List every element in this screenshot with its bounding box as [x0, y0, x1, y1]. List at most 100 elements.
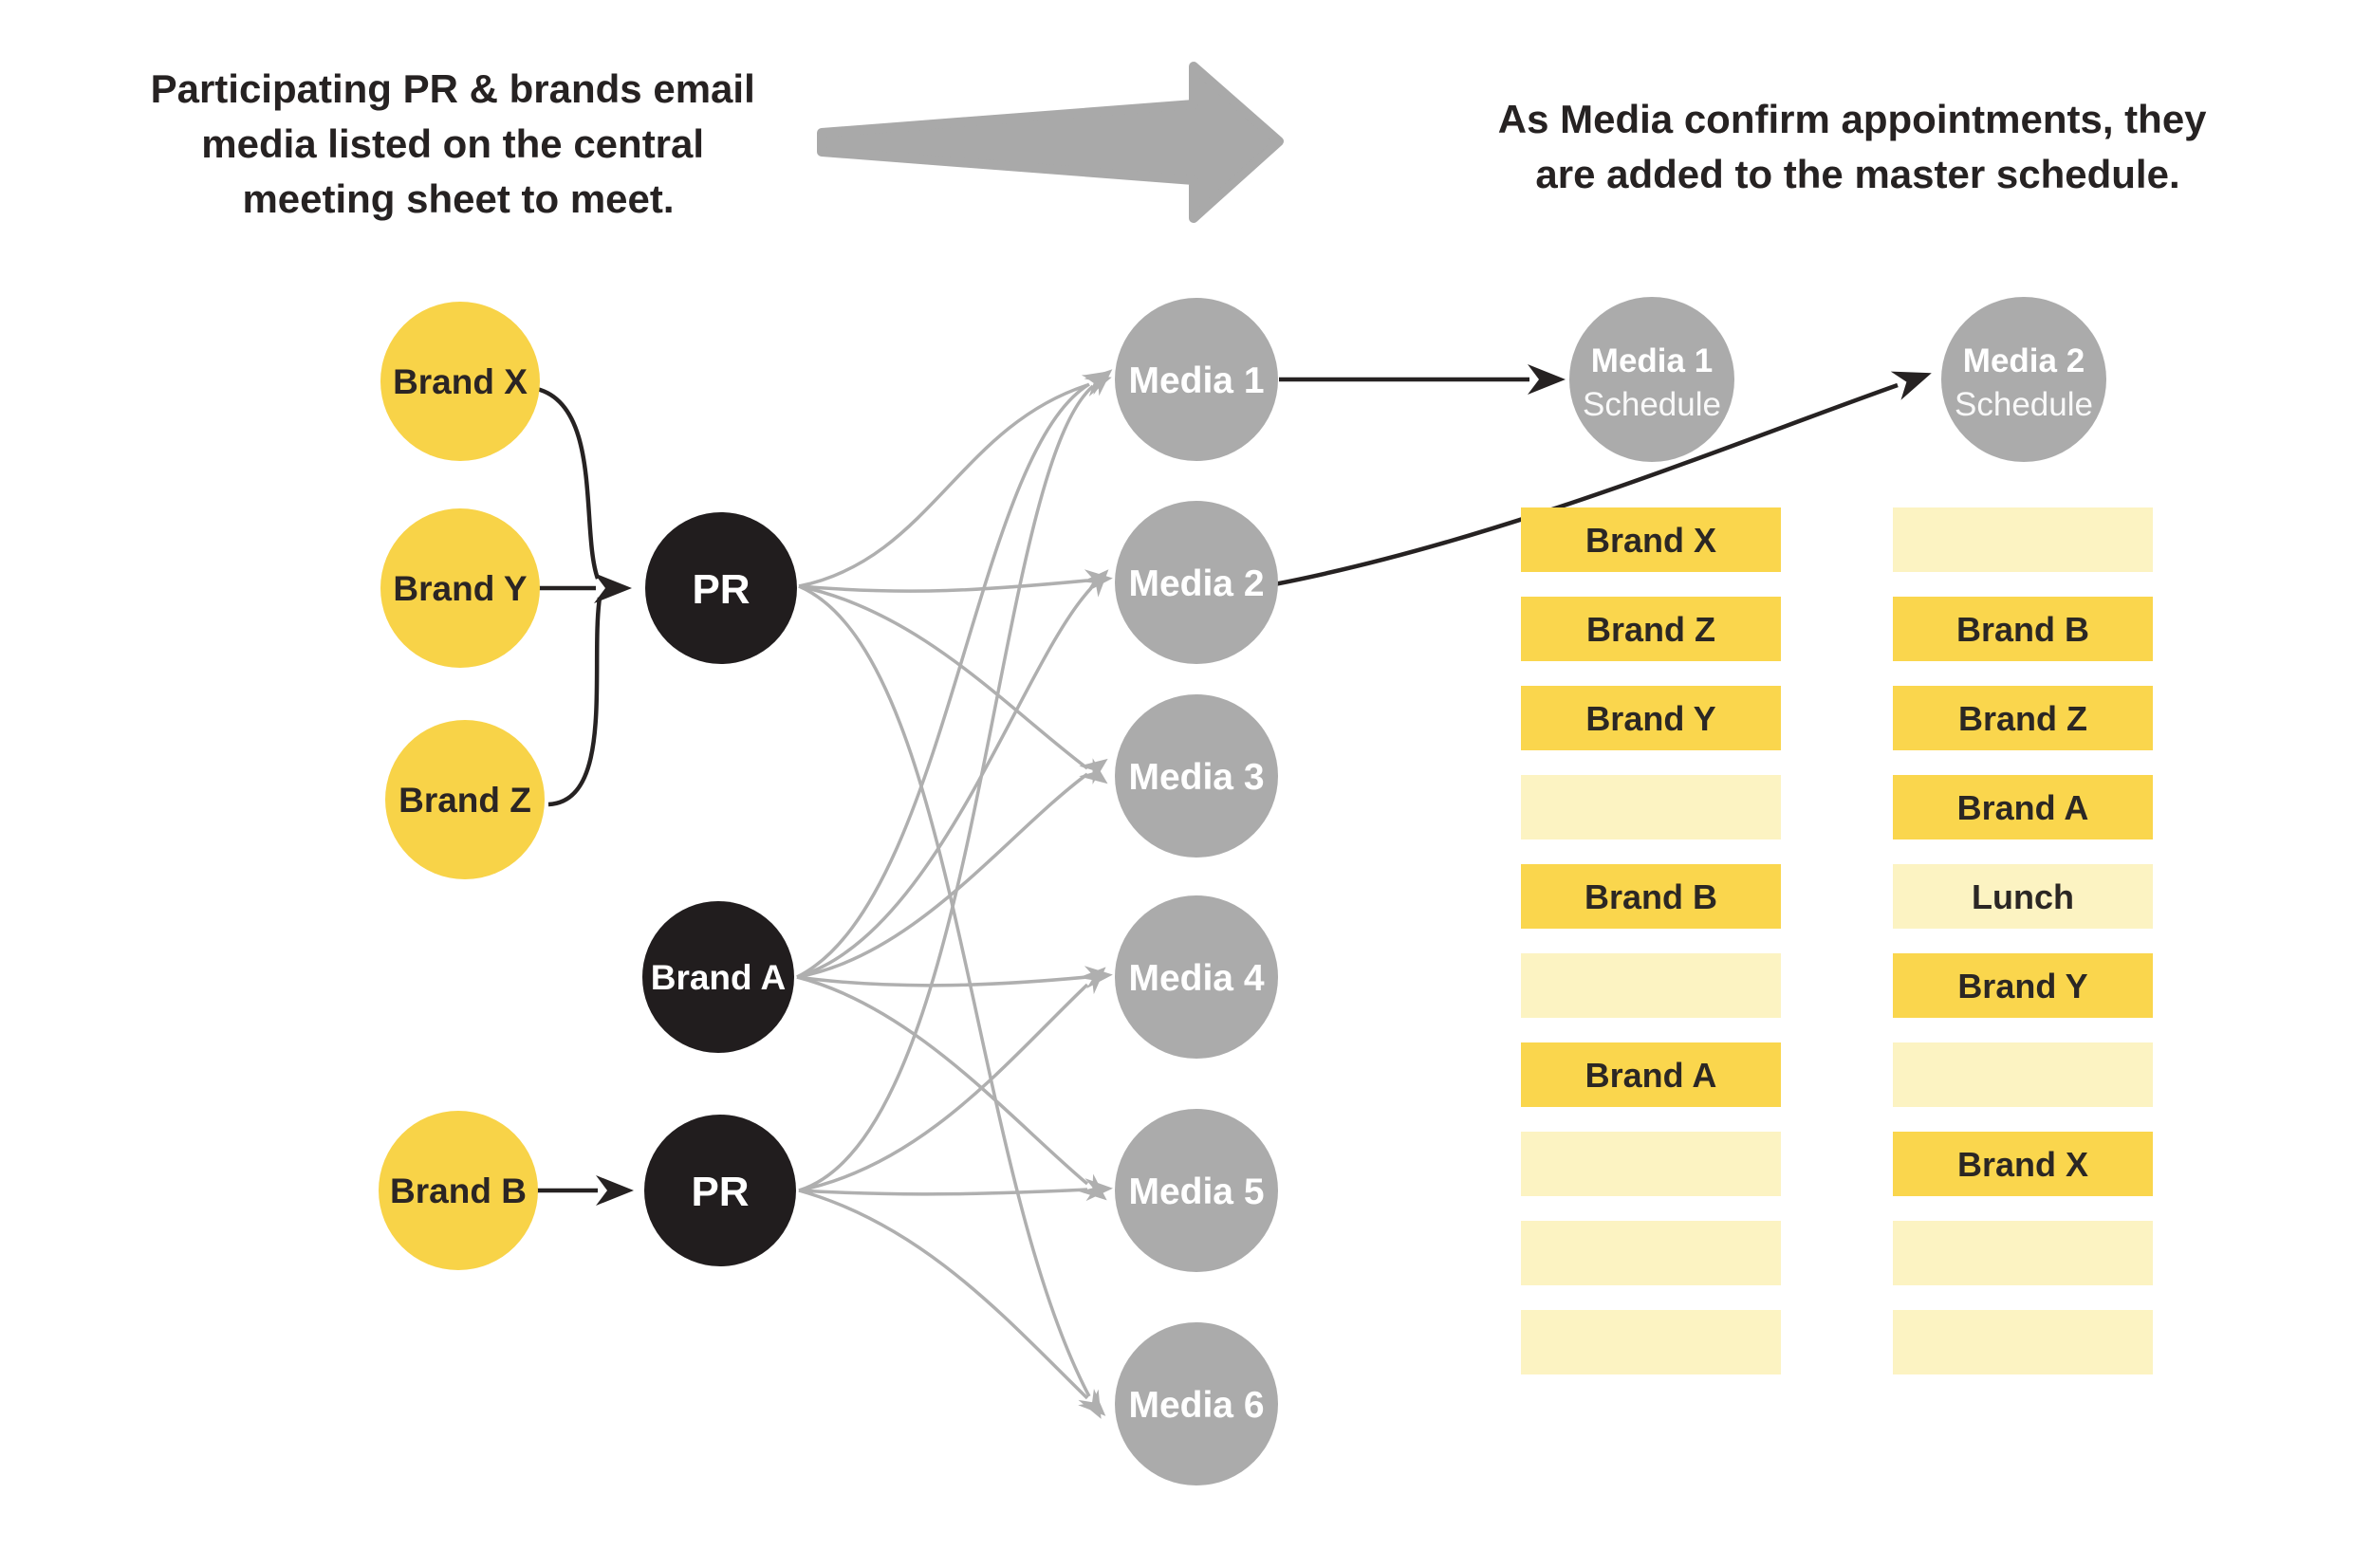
edge-pr1-media1 — [798, 375, 1112, 588]
media-5-circle — [1115, 1109, 1278, 1272]
node-media-2: Media 2 — [1115, 501, 1278, 664]
annotation-right: As Media confirm appointments, they are … — [1498, 97, 2217, 196]
brand-y-circle — [380, 508, 540, 668]
schedule-row — [1893, 1310, 2153, 1374]
node-media-6: Media 6 — [1115, 1322, 1278, 1485]
node-brand-b: Brand B — [379, 1111, 538, 1270]
schedule-row-label: Brand B — [1956, 610, 2089, 649]
edge-branda-media5 — [796, 975, 1107, 1201]
edge-brandx-pr1 — [536, 386, 601, 580]
media-1-schedule-circle — [1569, 297, 1734, 462]
edge-media2-schedule2 — [1273, 371, 1932, 587]
schedule-row — [1521, 1221, 1781, 1285]
pr2-circle — [644, 1115, 796, 1266]
node-pr2: PR — [644, 1115, 796, 1266]
schedule-row — [1521, 686, 1781, 750]
edge-brandz-pr1 — [547, 597, 602, 807]
node-media-5: Media 5 — [1115, 1109, 1278, 1272]
brand-b-label: Brand B — [390, 1171, 527, 1210]
pr1-circle — [645, 512, 797, 664]
pr1-label: PR — [692, 566, 750, 613]
brand-b-circle — [379, 1111, 538, 1270]
media-4-circle — [1115, 895, 1278, 1059]
brand-x-label: Brand X — [393, 362, 528, 401]
media-1-label: Media 1 — [1128, 360, 1264, 401]
media-1-schedule-subtitle: Schedule — [1583, 386, 1721, 423]
brand-a-circle — [642, 901, 794, 1053]
edge-pr2-media5 — [798, 1178, 1113, 1202]
edge-branda-media2 — [796, 569, 1109, 979]
schedule-row — [1521, 953, 1781, 1018]
schedule-row — [1893, 686, 2153, 750]
schedule-row — [1893, 775, 2153, 839]
media-4-label: Media 4 — [1128, 958, 1264, 999]
schedule-row-label: Brand Y — [1585, 699, 1715, 738]
node-brand-a: Brand A — [642, 901, 794, 1053]
media-6-circle — [1115, 1322, 1278, 1485]
schedule-column-1: Brand X Brand Z Brand Y Brand B Brand A — [1521, 507, 1781, 1374]
edge-pr1-media3 — [798, 584, 1108, 784]
schedule-row-label: Brand X — [1957, 1145, 2088, 1184]
schedule-row — [1521, 775, 1781, 839]
media-3-label: Media 3 — [1128, 757, 1264, 798]
schedule-row-label: Brand Z — [1586, 610, 1715, 649]
schedule-row-label: Brand A — [1957, 788, 2089, 827]
media-2-schedule-circle — [1941, 297, 2106, 462]
media-5-label: Media 5 — [1128, 1171, 1264, 1212]
schedule-row — [1893, 597, 2153, 661]
black-edges — [536, 364, 1932, 1206]
media-1-schedule-title: Media 1 — [1591, 342, 1713, 379]
edge-pr2-media4 — [798, 967, 1106, 1192]
big-transition-arrow-icon — [817, 62, 1284, 223]
brand-y-label: Brand Y — [393, 569, 528, 608]
schedule-row-label: Brand B — [1584, 877, 1717, 916]
media-3-circle — [1115, 694, 1278, 858]
schedule-row — [1893, 864, 2153, 929]
schedule-row-label: Brand Z — [1958, 699, 2087, 738]
node-media-4: Media 4 — [1115, 895, 1278, 1059]
brand-a-label: Brand A — [651, 958, 787, 997]
brand-z-circle — [385, 720, 545, 879]
node-media-1-schedule: Media 1 Schedule — [1569, 297, 1734, 462]
schedule-row — [1893, 1221, 2153, 1285]
schedule-row-label: Brand A — [1585, 1056, 1717, 1095]
pr2-label: PR — [691, 1169, 749, 1215]
schedule-row-label: Brand X — [1585, 521, 1716, 560]
schedule-row — [1521, 507, 1781, 572]
node-brand-z: Brand Z — [385, 720, 545, 879]
schedule-row — [1521, 864, 1781, 929]
edge-branda-media1 — [796, 370, 1112, 979]
node-media-1: Media 1 — [1115, 298, 1278, 461]
gray-edges — [796, 369, 1113, 1419]
media-2-circle — [1115, 501, 1278, 664]
schedule-row — [1893, 1042, 2153, 1107]
edge-pr1-media2 — [798, 569, 1113, 593]
annotation-left: Participating PR & brands email media li… — [151, 66, 767, 221]
edge-pr1-media6 — [798, 584, 1102, 1419]
schedule-row — [1893, 1132, 2153, 1196]
edge-pr2-media6 — [798, 1189, 1106, 1416]
schedule-row — [1521, 1310, 1781, 1374]
edge-pr2-media1 — [798, 369, 1113, 1192]
schedule-row-label: Lunch — [1972, 877, 2074, 916]
schedule-row — [1521, 597, 1781, 661]
schedule-row — [1893, 953, 2153, 1018]
schedule-row — [1521, 1042, 1781, 1107]
schedule-row-label: Brand Y — [1957, 967, 2087, 1005]
edge-branda-media4 — [796, 966, 1113, 989]
brand-z-label: Brand Z — [398, 781, 531, 820]
media-1-circle — [1115, 298, 1278, 461]
node-media-2-schedule: Media 2 Schedule — [1941, 297, 2106, 462]
schedule-row — [1893, 507, 2153, 572]
media-2-label: Media 2 — [1128, 563, 1264, 604]
node-pr1: PR — [645, 512, 797, 664]
node-media-3: Media 3 — [1115, 694, 1278, 858]
node-brand-x: Brand X — [380, 302, 540, 461]
media-2-schedule-title: Media 2 — [1963, 342, 2085, 379]
brand-x-circle — [380, 302, 540, 461]
node-brand-y: Brand Y — [380, 508, 540, 668]
schedule-row — [1521, 1132, 1781, 1196]
media-2-schedule-subtitle: Schedule — [1955, 386, 2093, 423]
